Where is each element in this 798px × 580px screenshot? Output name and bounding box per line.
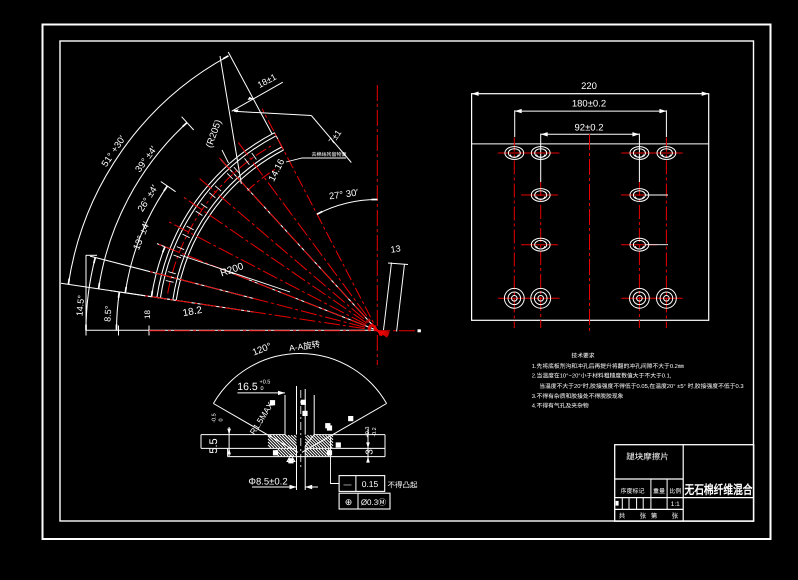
svg-text:16.5: 16.5 (237, 381, 258, 393)
svg-text:不得凸起: 不得凸起 (388, 481, 418, 490)
svg-text:13: 13 (390, 243, 401, 254)
svg-text:⊕: ⊕ (345, 497, 353, 507)
svg-text:0.15: 0.15 (362, 479, 379, 489)
svg-text:比例: 比例 (669, 487, 681, 495)
svg-text:18: 18 (143, 310, 152, 319)
svg-text:去棉絲残留物面: 去棉絲残留物面 (311, 151, 346, 158)
svg-text:Φ8.5±0.2: Φ8.5±0.2 (248, 477, 287, 488)
svg-text:4.不得有气孔及夹杂物: 4.不得有气孔及夹杂物 (532, 403, 589, 410)
svg-text:Ø0.3Ⓜ: Ø0.3Ⓜ (361, 498, 386, 507)
svg-text:技术要求: 技术要求 (571, 353, 594, 360)
svg-text:+0.3: +0.3 (365, 427, 371, 438)
svg-text:蹆块摩擦片: 蹆块摩擦片 (626, 452, 669, 462)
svg-text:重量: 重量 (653, 488, 665, 495)
svg-text:220: 220 (581, 81, 597, 92)
svg-text:1:1: 1:1 (671, 501, 680, 508)
svg-text:2.当温度在10°~20°小于材料粗糙度数值大于不大于0.1: 2.当温度在10°~20°小于材料粗糙度数值大于不大于0.1, (532, 373, 672, 380)
svg-text:无石棉纤维混合: 无石棉纤维混合 (684, 483, 753, 497)
svg-text:180±0.2: 180±0.2 (572, 99, 606, 110)
svg-text:—: — (344, 480, 352, 489)
svg-text:第: 第 (651, 512, 658, 520)
svg-text:3: 3 (365, 449, 376, 455)
svg-text:序度标记: 序度标记 (620, 487, 644, 495)
svg-text:0: 0 (219, 418, 225, 421)
svg-text:张: 张 (640, 512, 647, 520)
svg-text:+0.5: +0.5 (260, 380, 271, 386)
svg-text:-0.2: -0.2 (372, 427, 378, 436)
svg-text:A-A旋转: A-A旋转 (288, 339, 321, 353)
svg-text:0: 0 (261, 386, 264, 392)
svg-text:14.5°: 14.5° (74, 294, 86, 316)
svg-text:1.先将底板剂沟和冲孔后再提升将翻的冲孔间隙不大于0.2㎜: 1.先将底板剂沟和冲孔后再提升将翻的冲孔间隙不大于0.2㎜ (532, 363, 684, 370)
svg-text:8.5°: 8.5° (102, 305, 113, 322)
svg-text:3.不得有杂质和胶接处不得脱胶现象: 3.不得有杂质和胶接处不得脱胶现象 (532, 393, 624, 400)
svg-text:张: 张 (672, 512, 679, 520)
svg-text:92±0.2: 92±0.2 (575, 123, 604, 134)
svg-text:-0.5: -0.5 (212, 413, 218, 422)
svg-text:共: 共 (619, 512, 626, 520)
svg-text:18.2: 18.2 (182, 305, 204, 319)
svg-text:5.5: 5.5 (208, 438, 220, 453)
svg-text:当温度不大于20°时,胶接强度不得低于0.05,在温度20°: 当温度不大于20°时,胶接强度不得低于0.05,在温度20° ±5° 时,胶接强… (539, 383, 743, 390)
svg-text:27° 30′: 27° 30′ (328, 187, 359, 202)
